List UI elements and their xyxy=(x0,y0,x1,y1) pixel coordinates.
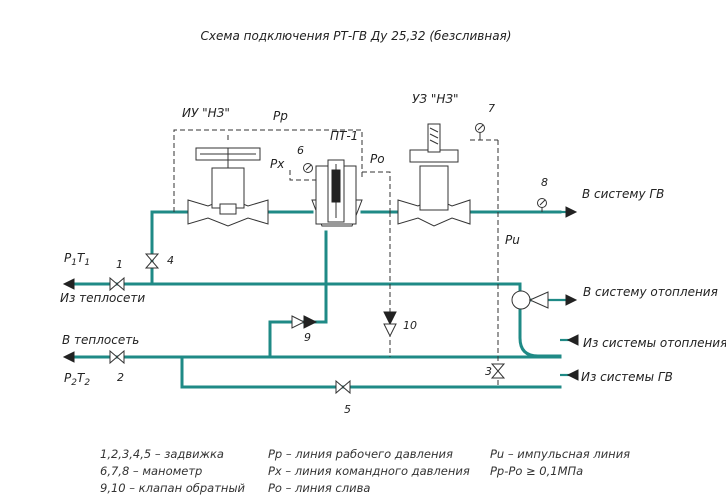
actuator-iu xyxy=(187,147,269,227)
gate-valve-3 xyxy=(490,363,506,379)
to-heating-arrow xyxy=(565,294,578,306)
label-n5: 5 xyxy=(344,403,351,416)
controller-pt1 xyxy=(311,159,363,227)
legend-col2-line3: Ро – линия слива xyxy=(268,481,370,495)
to-hw-arrow xyxy=(565,206,578,218)
manometer-8 xyxy=(537,198,547,212)
label-n7: 7 xyxy=(488,102,495,115)
gate-valve-5 xyxy=(335,379,351,395)
label-n2: 2 xyxy=(117,371,124,384)
legend-col3-line1: Рu – импульсная линия xyxy=(490,447,630,461)
check-valve-10 xyxy=(383,311,397,338)
drain-pressure-line xyxy=(362,171,391,212)
command-pressure-line xyxy=(289,170,316,181)
manometer-6 xyxy=(303,163,313,173)
diagram-title: Схема подключения РТ-ГВ Ду 25,32 (безсли… xyxy=(201,29,512,43)
label-po: Ро xyxy=(370,152,385,166)
manometer-7 xyxy=(475,123,485,140)
gate-valve-4 xyxy=(144,253,160,269)
legend-col1-line2: 6,7,8 – манометр xyxy=(100,464,202,478)
legend: 1,2,3,4,5 – задвижка 6,7,8 – манометр 9,… xyxy=(100,447,630,495)
pump-heating xyxy=(511,290,549,310)
valve-uz xyxy=(397,123,471,227)
legend-col1-line3: 9,10 – клапан обратный xyxy=(100,481,246,495)
supply-inlet-arrow xyxy=(62,278,75,290)
label-iu-nz: ИУ "НЗ" xyxy=(182,106,230,120)
working-pressure-line xyxy=(173,129,363,212)
label-to-hw: В систему ГВ xyxy=(582,187,664,201)
label-to-heating: В систему отопления xyxy=(583,285,718,299)
label-from-hw: Из системы ГВ xyxy=(581,370,673,384)
gate-valve-2 xyxy=(109,349,125,365)
label-uz-nz: УЗ "НЗ" xyxy=(412,92,459,106)
control-lines xyxy=(173,129,498,212)
label-p1t1: Р1Т1 xyxy=(64,251,90,268)
label-pr: Рр xyxy=(273,109,288,123)
label-n9: 9 xyxy=(304,331,311,344)
label-px: Рх xyxy=(270,157,285,171)
label-n3: 3 xyxy=(485,365,492,378)
label-from-heating: Из системы отопления xyxy=(583,336,726,350)
gate-valve-1 xyxy=(109,276,125,292)
label-n8: 8 xyxy=(541,176,548,189)
label-n6: 6 xyxy=(297,144,304,157)
label-n10: 10 xyxy=(403,319,417,332)
label-to-network: В теплосеть xyxy=(62,333,139,347)
legend-col1-line1: 1,2,3,4,5 – задвижка xyxy=(100,447,224,461)
heating-return-curve xyxy=(518,308,562,358)
label-n4: 4 xyxy=(167,254,174,267)
return-outlet-arrow xyxy=(62,351,75,363)
check-valve-9 xyxy=(291,315,318,329)
label-pt1: ПТ-1 xyxy=(330,129,358,143)
from-heating-arrow xyxy=(566,334,579,346)
label-n1: 1 xyxy=(116,258,123,271)
legend-col2-line2: Рх – линия командного давления xyxy=(268,464,470,478)
legend-col3-line2: Рр-Ро ≥ 0,1МПа xyxy=(490,464,583,478)
from-hw-arrow xyxy=(566,369,579,381)
legend-col2-line1: Рр – линия рабочего давления xyxy=(268,447,453,461)
label-from-network: Из теплосети xyxy=(60,291,145,305)
label-pu: Рu xyxy=(505,233,520,247)
label-p2t2: Р2Т2 xyxy=(64,371,90,388)
